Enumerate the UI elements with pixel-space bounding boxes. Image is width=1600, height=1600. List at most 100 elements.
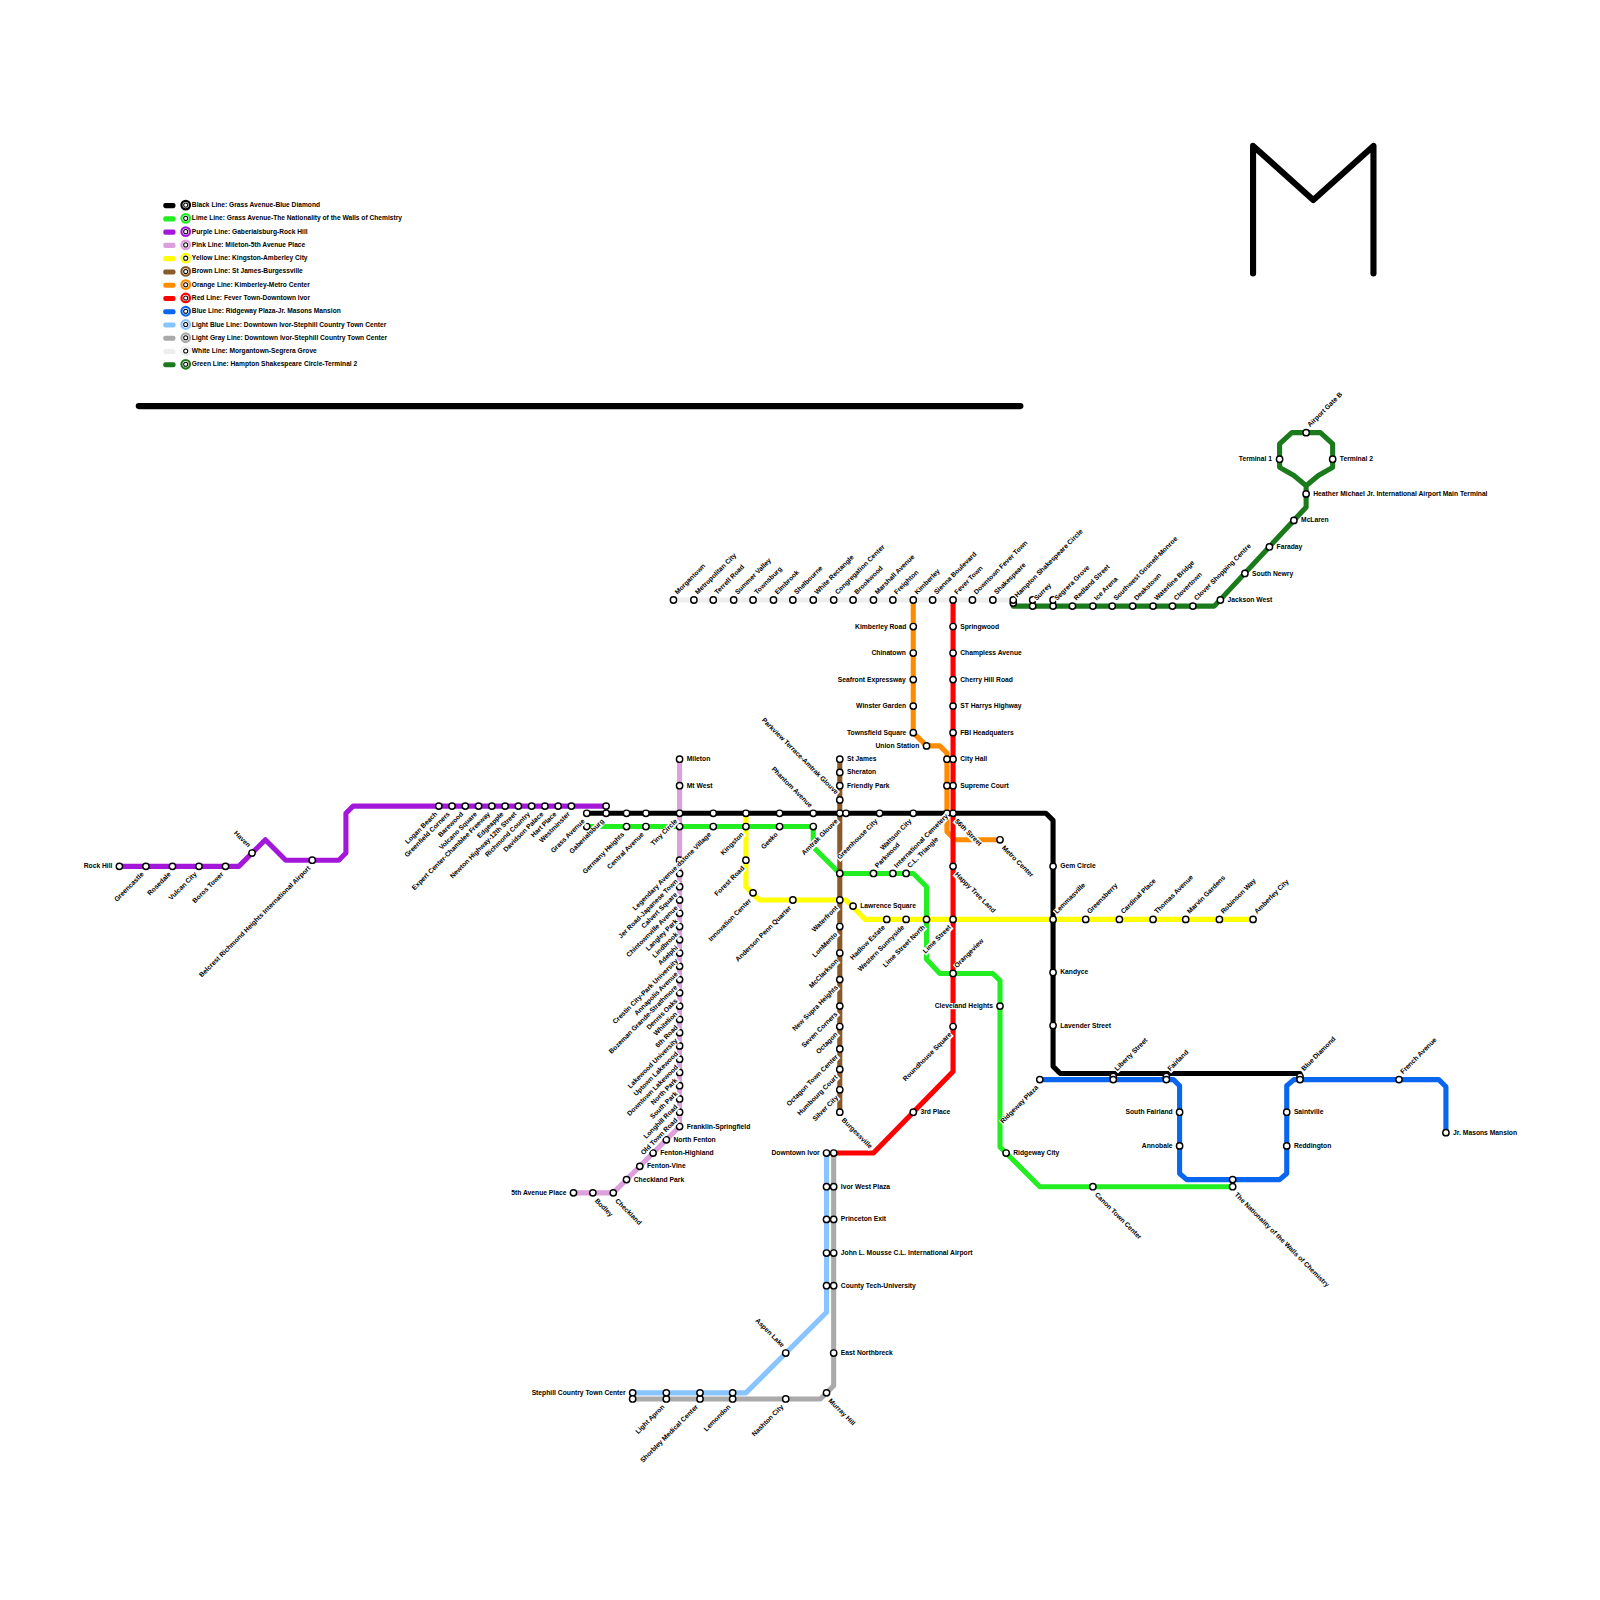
station-label: South Fairland: [1124, 1109, 1173, 1116]
station-dot: [663, 1137, 669, 1143]
station-dot: [697, 1390, 703, 1396]
station-label: Fairland: [1166, 1048, 1191, 1073]
station-label: Parkview Terrace-Amtrak Glouve: [760, 716, 840, 796]
legend-swatch: [163, 362, 175, 367]
station-label: The Nationality of the Walls of Chemistr…: [1232, 1190, 1331, 1289]
station-label: Burgessville: [839, 1116, 873, 1150]
legend-dot: [184, 230, 188, 234]
station-dot: [676, 756, 682, 762]
station-label: Princeton Exit: [840, 1216, 887, 1223]
station-dot: [676, 810, 682, 816]
legend-text: Red Line: Fever Town-Downtown Ivor: [192, 294, 310, 301]
station-label: Bodley: [593, 1196, 615, 1218]
station-dot: [810, 597, 816, 603]
station-dot: [1217, 597, 1223, 603]
legend-text: Black Line: Grass Avenue-Blue Diamond: [192, 202, 320, 209]
station-label: Checkland: [613, 1196, 643, 1226]
red-line: [834, 600, 953, 1153]
station-dot: [990, 597, 996, 603]
station-label: Lavender Street: [1059, 1022, 1112, 1029]
station-dot: [731, 597, 737, 603]
station-dot: [637, 1163, 643, 1169]
station-dot: [831, 1216, 837, 1222]
station-dot: [555, 803, 561, 809]
legend-swatch: [163, 295, 175, 300]
station-dot: [910, 729, 916, 735]
station-dot: [783, 1350, 789, 1356]
station-label: Shorbley Medical Center: [639, 1403, 701, 1465]
station-dot: [623, 1176, 629, 1182]
legend-swatch: [163, 256, 175, 261]
station-dot: [489, 803, 495, 809]
station-dot: [1183, 916, 1189, 922]
legend-dot: [184, 203, 188, 207]
station-dot: [843, 810, 849, 816]
station-dot: [502, 803, 508, 809]
station-dot: [837, 1109, 843, 1115]
station-dot: [831, 1184, 837, 1190]
station-label: Sheraton: [846, 769, 877, 776]
legend-dot: [184, 322, 188, 326]
station-label: Amberley City: [1253, 877, 1291, 915]
station-label: Phantom Avenue: [769, 765, 814, 810]
station-dot: [1229, 1184, 1235, 1190]
legend-ring: [181, 333, 190, 342]
station-dot: [603, 803, 609, 809]
station-dot: [910, 650, 916, 656]
station-label: Redland Street: [1072, 562, 1112, 602]
yellow-line: [746, 813, 1253, 919]
station-label: Metro Center: [1000, 843, 1036, 879]
legend-swatch: [163, 348, 175, 353]
station-label: Innovation Center: [707, 896, 754, 943]
station-dot: [890, 870, 896, 876]
station-dot: [750, 597, 756, 603]
station-dot: [750, 890, 756, 896]
station-dot: [743, 823, 749, 829]
station-dot: [969, 597, 975, 603]
station-label: Mileton: [686, 756, 712, 763]
station-dot: [196, 863, 202, 869]
station-dot: [643, 823, 649, 829]
station-label: South Newry: [1251, 570, 1294, 577]
station-dot: [950, 756, 956, 762]
station-dot: [249, 850, 255, 856]
legend-text: Green Line: Hampton Shakespeare Circle-T…: [192, 361, 357, 368]
station-label: Annobale: [1141, 1142, 1174, 1149]
station-dot: [710, 823, 716, 829]
station-dot: [837, 1023, 843, 1029]
station-label: Cardinal Place: [1119, 876, 1158, 915]
station-label: County Tech-University: [840, 1282, 917, 1289]
station-dot: [1229, 1176, 1235, 1182]
station-dot: [831, 597, 837, 603]
station-dot: [929, 597, 935, 603]
station-label: Stephill Country Town Center: [531, 1389, 627, 1396]
station-label: Blue Diamond: [1300, 1034, 1338, 1072]
station-label: Champless Avenue: [959, 649, 1023, 656]
station-dot: [890, 597, 896, 603]
station-dot: [584, 810, 590, 816]
station-dot: [884, 916, 890, 922]
station-label: Nashton City: [750, 1403, 786, 1439]
legend-text: Brown Line: St James-Burgessville: [192, 268, 303, 275]
station-label: Union Station: [874, 742, 920, 749]
station-dot: [1110, 1076, 1116, 1082]
station-label: Light Apron: [634, 1403, 667, 1436]
station-dot: [663, 1390, 669, 1396]
station-label: Rock Hill: [83, 863, 114, 870]
station-label: Springwood: [959, 623, 1000, 630]
legend-dot: [184, 256, 188, 260]
station-dot: [590, 1190, 596, 1196]
station-dot: [710, 810, 716, 816]
station-label: Liberty Street: [1113, 1036, 1150, 1073]
station-label: Lemmasville: [1053, 881, 1088, 916]
station-label: French Avenue: [1399, 1035, 1439, 1075]
station-dot: [1090, 1184, 1096, 1190]
station-dot: [770, 597, 776, 603]
legend-dot: [184, 349, 188, 353]
legend-text: Light Blue Line: Downtown Ivor-Stephill …: [192, 321, 386, 328]
station-dot: [944, 756, 950, 762]
station-dot: [950, 676, 956, 682]
legend-text: Orange Line: Kimberley-Metro Center: [192, 281, 310, 288]
station-label: North Fenton: [672, 1136, 716, 1143]
